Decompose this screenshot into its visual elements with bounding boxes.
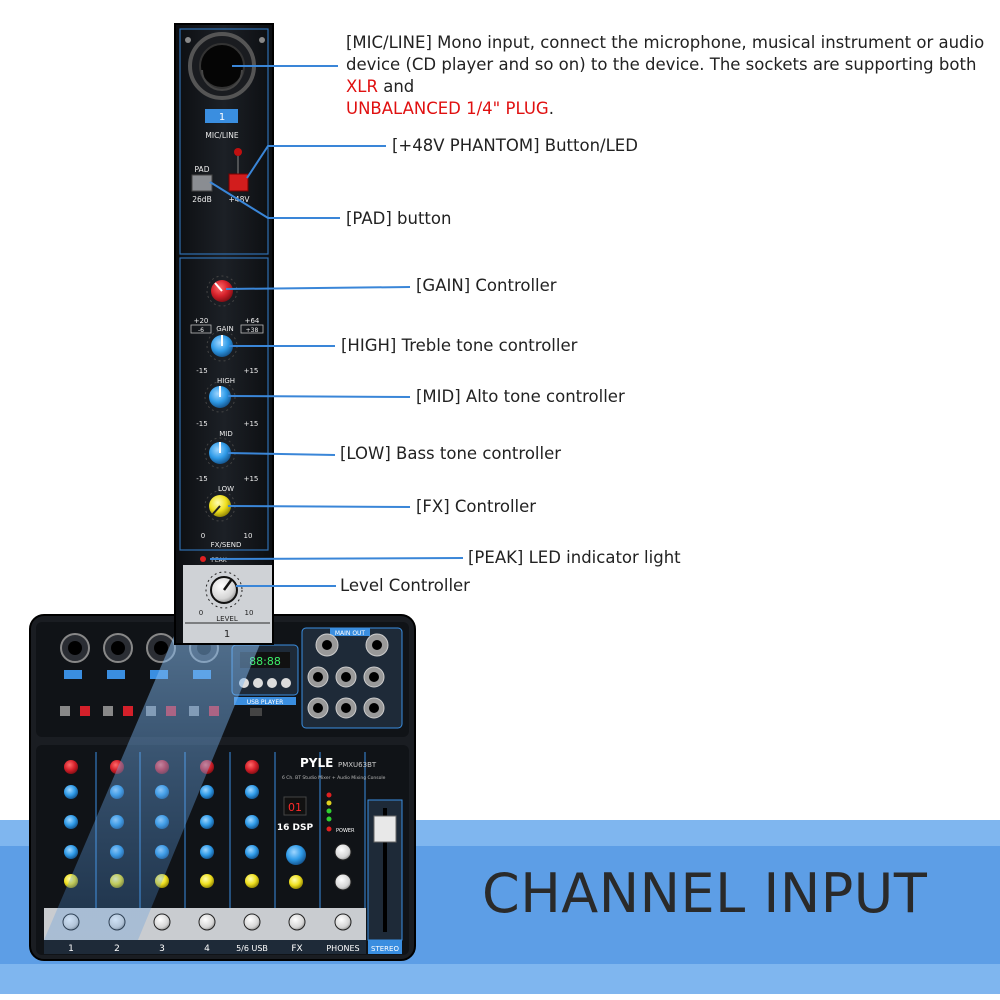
mid-min-label: -15 xyxy=(196,420,207,428)
mid-label: MID xyxy=(219,430,233,438)
projection-beam xyxy=(44,615,272,940)
low-min-label: -15 xyxy=(196,475,207,483)
level-knob xyxy=(205,571,243,609)
annotation-fx: [FX] Controller xyxy=(416,497,537,516)
brand-logo: PYLE xyxy=(300,756,333,770)
gain-label: GAIN xyxy=(216,325,234,333)
pad-button xyxy=(191,174,213,192)
mid-max-label: +15 xyxy=(244,420,259,428)
gain-max-box: +38 xyxy=(246,327,259,334)
power-label: POWER xyxy=(336,828,355,834)
high-max-label: +15 xyxy=(244,367,259,375)
level-label: LEVEL xyxy=(216,615,238,623)
annotation-low: [LOW] Bass tone controller xyxy=(340,444,562,463)
peak-led xyxy=(200,556,206,562)
mixer-channel-3: 3 xyxy=(159,944,165,954)
phantom-led xyxy=(234,148,242,156)
gain-max-label: +64 xyxy=(245,317,260,325)
channel-badge: 1 xyxy=(219,112,225,123)
model-label: PMXU63BT xyxy=(338,761,377,769)
main-out-panel: MAIN OUT xyxy=(301,627,403,729)
gain-min-label: +20 xyxy=(194,317,209,325)
annotation-end: . xyxy=(548,99,554,118)
stereo-label: STEREO xyxy=(371,945,399,953)
low-knob xyxy=(204,437,236,469)
mixer-channel-2: 2 xyxy=(114,944,120,954)
banner-title: CHANNEL INPUT xyxy=(482,862,928,925)
leader-lines xyxy=(209,65,464,587)
annotation-mid: [MID] Alto tone controller xyxy=(416,387,625,406)
low-label: LOW xyxy=(218,485,234,493)
main-out-label: MAIN OUT xyxy=(335,630,366,637)
annotation-phantom: [+48V PHANTOM] Button/LED xyxy=(392,136,638,155)
gain-knob xyxy=(206,275,238,307)
phantom-button xyxy=(228,173,249,192)
annotation-level: Level Controller xyxy=(340,576,470,595)
high-label: HIGH xyxy=(217,377,235,385)
channel-strip xyxy=(174,23,274,645)
annotation-peak: [PEAK] LED indicator light xyxy=(468,548,681,567)
gain-min-box: -6 xyxy=(198,327,204,334)
low-max-label: +15 xyxy=(244,475,259,483)
annotation-and: and xyxy=(377,77,415,96)
peak-label: PEAK xyxy=(211,557,228,564)
mixer-channel-1: 1 xyxy=(68,944,74,954)
mixer-channel-4: 4 xyxy=(204,944,210,954)
usb-player-label: USB PLAYER xyxy=(247,699,284,706)
mic-line-label: MIC/LINE xyxy=(205,131,238,140)
annotation-xlr: XLR xyxy=(346,77,378,96)
mid-knob xyxy=(204,381,236,413)
mixer-channel-phones: PHONES xyxy=(326,944,359,953)
dsp-label: 16 DSP xyxy=(277,823,314,833)
annotation-high: [HIGH] Treble tone controller xyxy=(341,336,578,355)
high-min-label: -15 xyxy=(196,367,207,375)
level-max-label: 10 xyxy=(245,609,254,617)
annotation-gain: [GAIN] Controller xyxy=(416,276,557,295)
annotation-mic-line: [MIC/LINE] Mono input, connect the micro… xyxy=(346,32,996,120)
mixer-channel-56: 5/6 USB xyxy=(236,944,268,953)
banner-band-bottom xyxy=(0,964,1000,994)
fx-max-label: 10 xyxy=(244,532,253,540)
channel-number: 1 xyxy=(224,629,230,640)
tagline-label: 6 Ch. BT Studio Mixer + Audio Mixing Con… xyxy=(282,775,386,781)
pad-label: PAD xyxy=(195,165,210,174)
mixer-channel-fx: FX xyxy=(291,944,302,954)
annotation-mic-line-text: [MIC/LINE] Mono input, connect the micro… xyxy=(346,33,985,74)
usb-display: 88:88 xyxy=(249,655,281,668)
pad-db-label: 26dB xyxy=(192,195,211,204)
dsp-readout: 01 xyxy=(288,801,302,814)
fx-min-label: 0 xyxy=(201,532,205,540)
level-min-label: 0 xyxy=(199,609,203,617)
fx-send-label: FX/SEND xyxy=(211,541,242,549)
annotation-pad: [PAD] button xyxy=(346,209,452,228)
annotation-plug: UNBALANCED 1/4" PLUG xyxy=(346,99,549,118)
